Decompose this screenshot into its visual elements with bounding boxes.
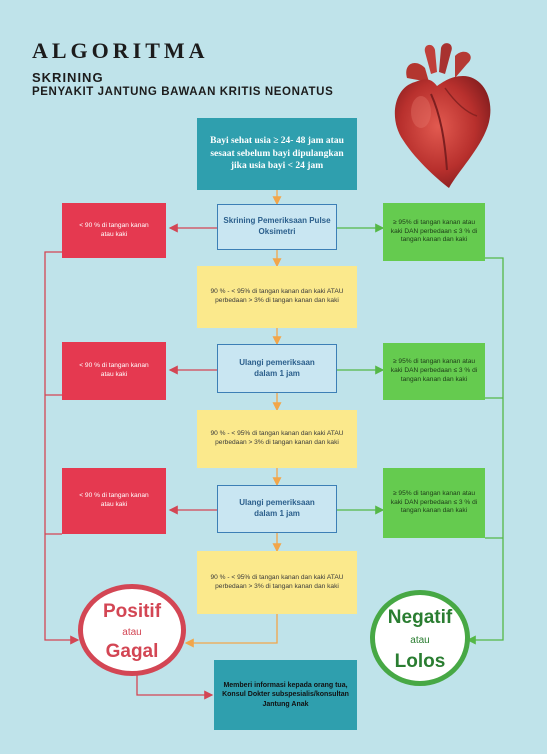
page-subtitle-detail: PENYAKIT JANTUNG BAWAAN KRITIS NEONATUS <box>32 86 334 98</box>
fail-result-3: < 90 % di tangan kanan atau kaki <box>62 468 166 534</box>
borderline-result-2: 90 % - < 95% di tangan kanan dan kaki AT… <box>197 410 357 468</box>
pass-result-3: ≥ 95% di tangan kanan atau kaki DAN perb… <box>383 468 485 538</box>
referral-box: Memberi informasi kepada orang tua, Kons… <box>214 660 357 730</box>
negative-label: Negatif <box>387 607 453 628</box>
start-box: Bayi sehat usia ≥ 24- 48 jam atau sesaat… <box>197 118 357 190</box>
fail-result-2: < 90 % di tangan kanan atau kaki <box>62 342 166 400</box>
screening-step-1: Skrining Pemeriksaan Pulse Oksimetri <box>217 204 337 250</box>
pass-result-2: ≥ 95% di tangan kanan atau kaki DAN perb… <box>383 343 485 400</box>
pass-result-1: ≥ 95% di tangan kanan atau kaki DAN perb… <box>383 203 485 261</box>
positive-outcome-circle: Positif atau Gagal <box>78 584 186 676</box>
page-subtitle: SKRINING <box>32 70 104 85</box>
repeat-check-2: Ulangi pemeriksaan dalam 1 jam <box>217 485 337 533</box>
heart-icon <box>394 43 491 188</box>
fail-result-1: < 90 % di tangan kanan atau kaki <box>62 203 166 258</box>
borderline-result-1: 90 % - < 95% di tangan kanan dan kaki AT… <box>197 266 357 328</box>
negative-outcome-circle: Negatif atau Lolos <box>370 590 470 686</box>
page-title: ALGORITMA <box>32 38 209 63</box>
repeat-check-1: Ulangi pemeriksaan dalam 1 jam <box>217 344 337 393</box>
positive-label: Positif <box>102 601 162 622</box>
positive-or-label: atau <box>122 627 142 638</box>
fail-label: Gagal <box>105 641 159 662</box>
pass-label: Lolos <box>394 651 446 672</box>
borderline-result-3: 90 % - < 95% di tangan kanan dan kaki AT… <box>197 551 357 614</box>
negative-or-label: atau <box>410 635 430 646</box>
